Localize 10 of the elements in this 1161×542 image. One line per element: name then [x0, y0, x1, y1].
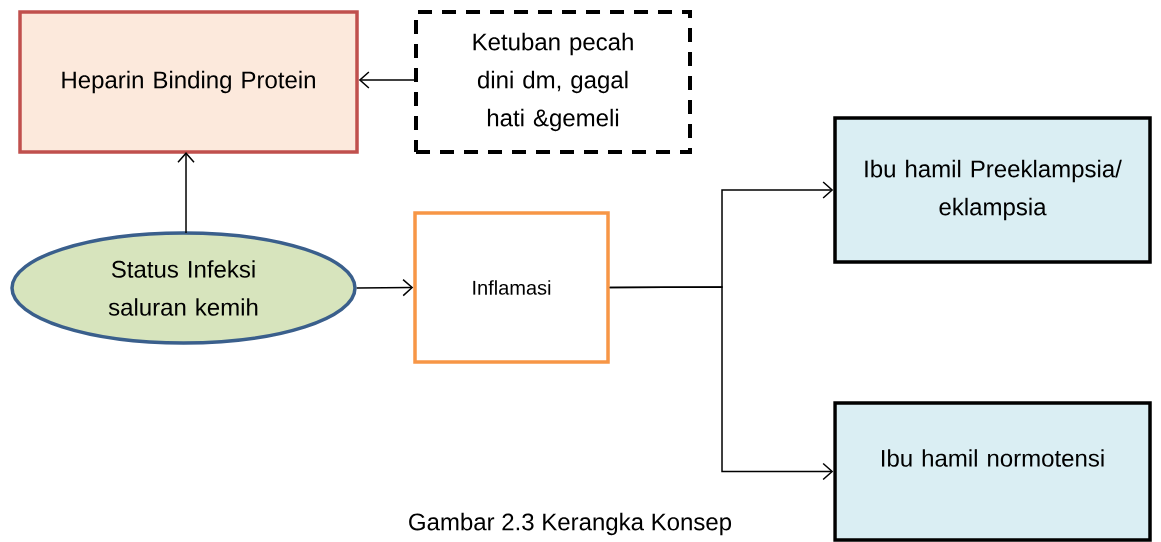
arrow — [358, 71, 415, 89]
arrow — [356, 278, 414, 297]
process-box: Ibu hamil normotensi — [833, 401, 1152, 542]
arrow — [177, 152, 195, 234]
process-box: Heparin Binding Protein — [18, 10, 359, 154]
process-box: Ibu hamil Preeklampsia/ eklampsia — [833, 116, 1152, 264]
process-box: Ketuban pecah dini dm, gagal hati &gemeli — [414, 10, 692, 154]
caption: Gambar 2.3 Kerangka Konsep — [409, 512, 732, 536]
arrow — [609, 286, 834, 481]
process-box: Inflamasi — [413, 211, 610, 364]
